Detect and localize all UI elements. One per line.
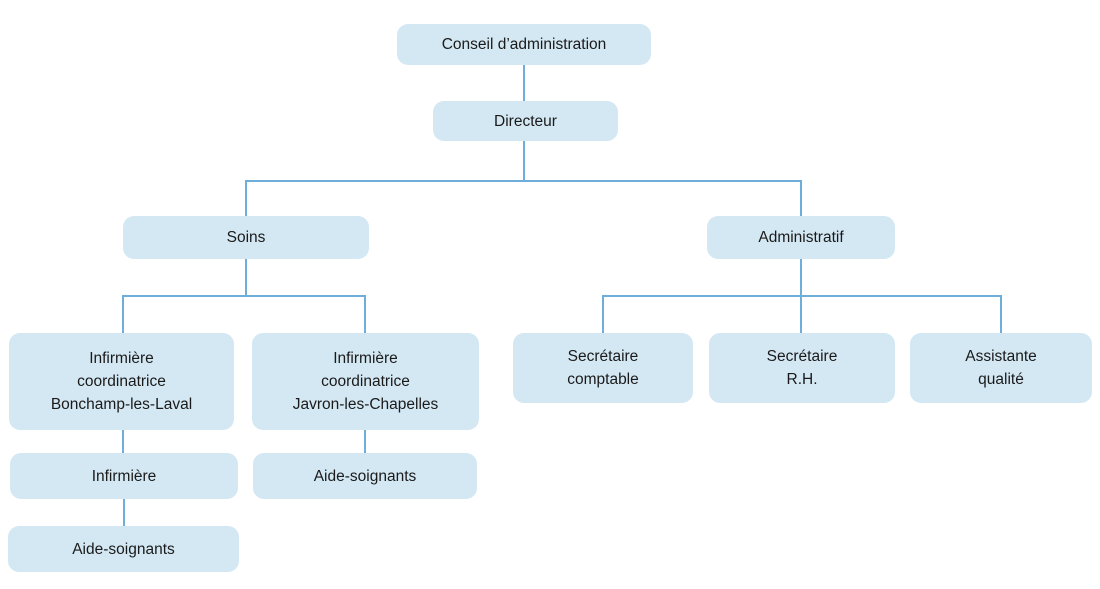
org-node-label: Infirmière coordinatrice Bonchamp-les-La… (50, 350, 193, 413)
org-node-aide-soignants-javron: Aide-soignants (253, 453, 477, 499)
org-node-label: Aide-soignants (72, 540, 175, 558)
connector-bonchamp-infirmiere (122, 430, 124, 453)
connector-infirmiere-aide-soignants (123, 499, 125, 526)
org-node-infirmiere: Infirmière (10, 453, 238, 499)
org-node-label: Conseil d’administration (441, 36, 607, 53)
org-node-label: Secrétaire R.H. (766, 348, 838, 388)
connector-javron-aide-soignants (364, 430, 366, 453)
org-node-infirmiere-coordinatrice-bonchamp: Infirmière coordinatrice Bonchamp-les-La… (9, 333, 234, 430)
connector-soins-horizontal (122, 295, 366, 297)
connector-directeur-down (523, 141, 525, 181)
org-node-aide-soignants-bonchamp: Aide-soignants (8, 526, 239, 572)
org-node-conseil-administration: Conseil d’administration (397, 24, 651, 65)
org-node-label: Infirmière (91, 467, 157, 485)
org-node-secretaire-rh: Secrétaire R.H. (709, 333, 895, 403)
org-node-directeur: Directeur (433, 101, 618, 141)
org-node-label: Soins (226, 229, 266, 246)
org-node-label: Directeur (494, 112, 557, 130)
connector-conseil-directeur (523, 65, 525, 101)
org-node-infirmiere-coordinatrice-javron: Infirmière coordinatrice Javron-les-Chap… (252, 333, 479, 430)
connector-to-administratif (800, 180, 802, 216)
connector-administratif-down (800, 259, 802, 296)
org-node-label: Assistante qualité (965, 348, 1037, 388)
org-node-label: Administratif (758, 229, 844, 246)
connector-level2-horizontal (245, 180, 802, 182)
org-node-assistante-qualite: Assistante qualité (910, 333, 1092, 403)
connector-soins-down (245, 259, 247, 296)
connector-to-soins (245, 180, 247, 216)
connector-to-secretaire-comptable (602, 295, 604, 333)
org-node-secretaire-comptable: Secrétaire comptable (513, 333, 693, 403)
connector-to-coord-bonchamp (122, 295, 124, 333)
connector-administratif-horizontal (602, 295, 1002, 297)
connector-to-coord-javron (364, 295, 366, 333)
org-node-label: Aide-soignants (313, 467, 417, 485)
connector-to-secretaire-rh (800, 295, 802, 333)
org-node-administratif: Administratif (707, 216, 895, 259)
org-node-soins: Soins (123, 216, 369, 259)
org-node-label: Infirmière coordinatrice Javron-les-Chap… (292, 350, 439, 413)
org-node-label: Secrétaire comptable (567, 348, 639, 388)
connector-to-assistante-qualite (1000, 295, 1002, 333)
